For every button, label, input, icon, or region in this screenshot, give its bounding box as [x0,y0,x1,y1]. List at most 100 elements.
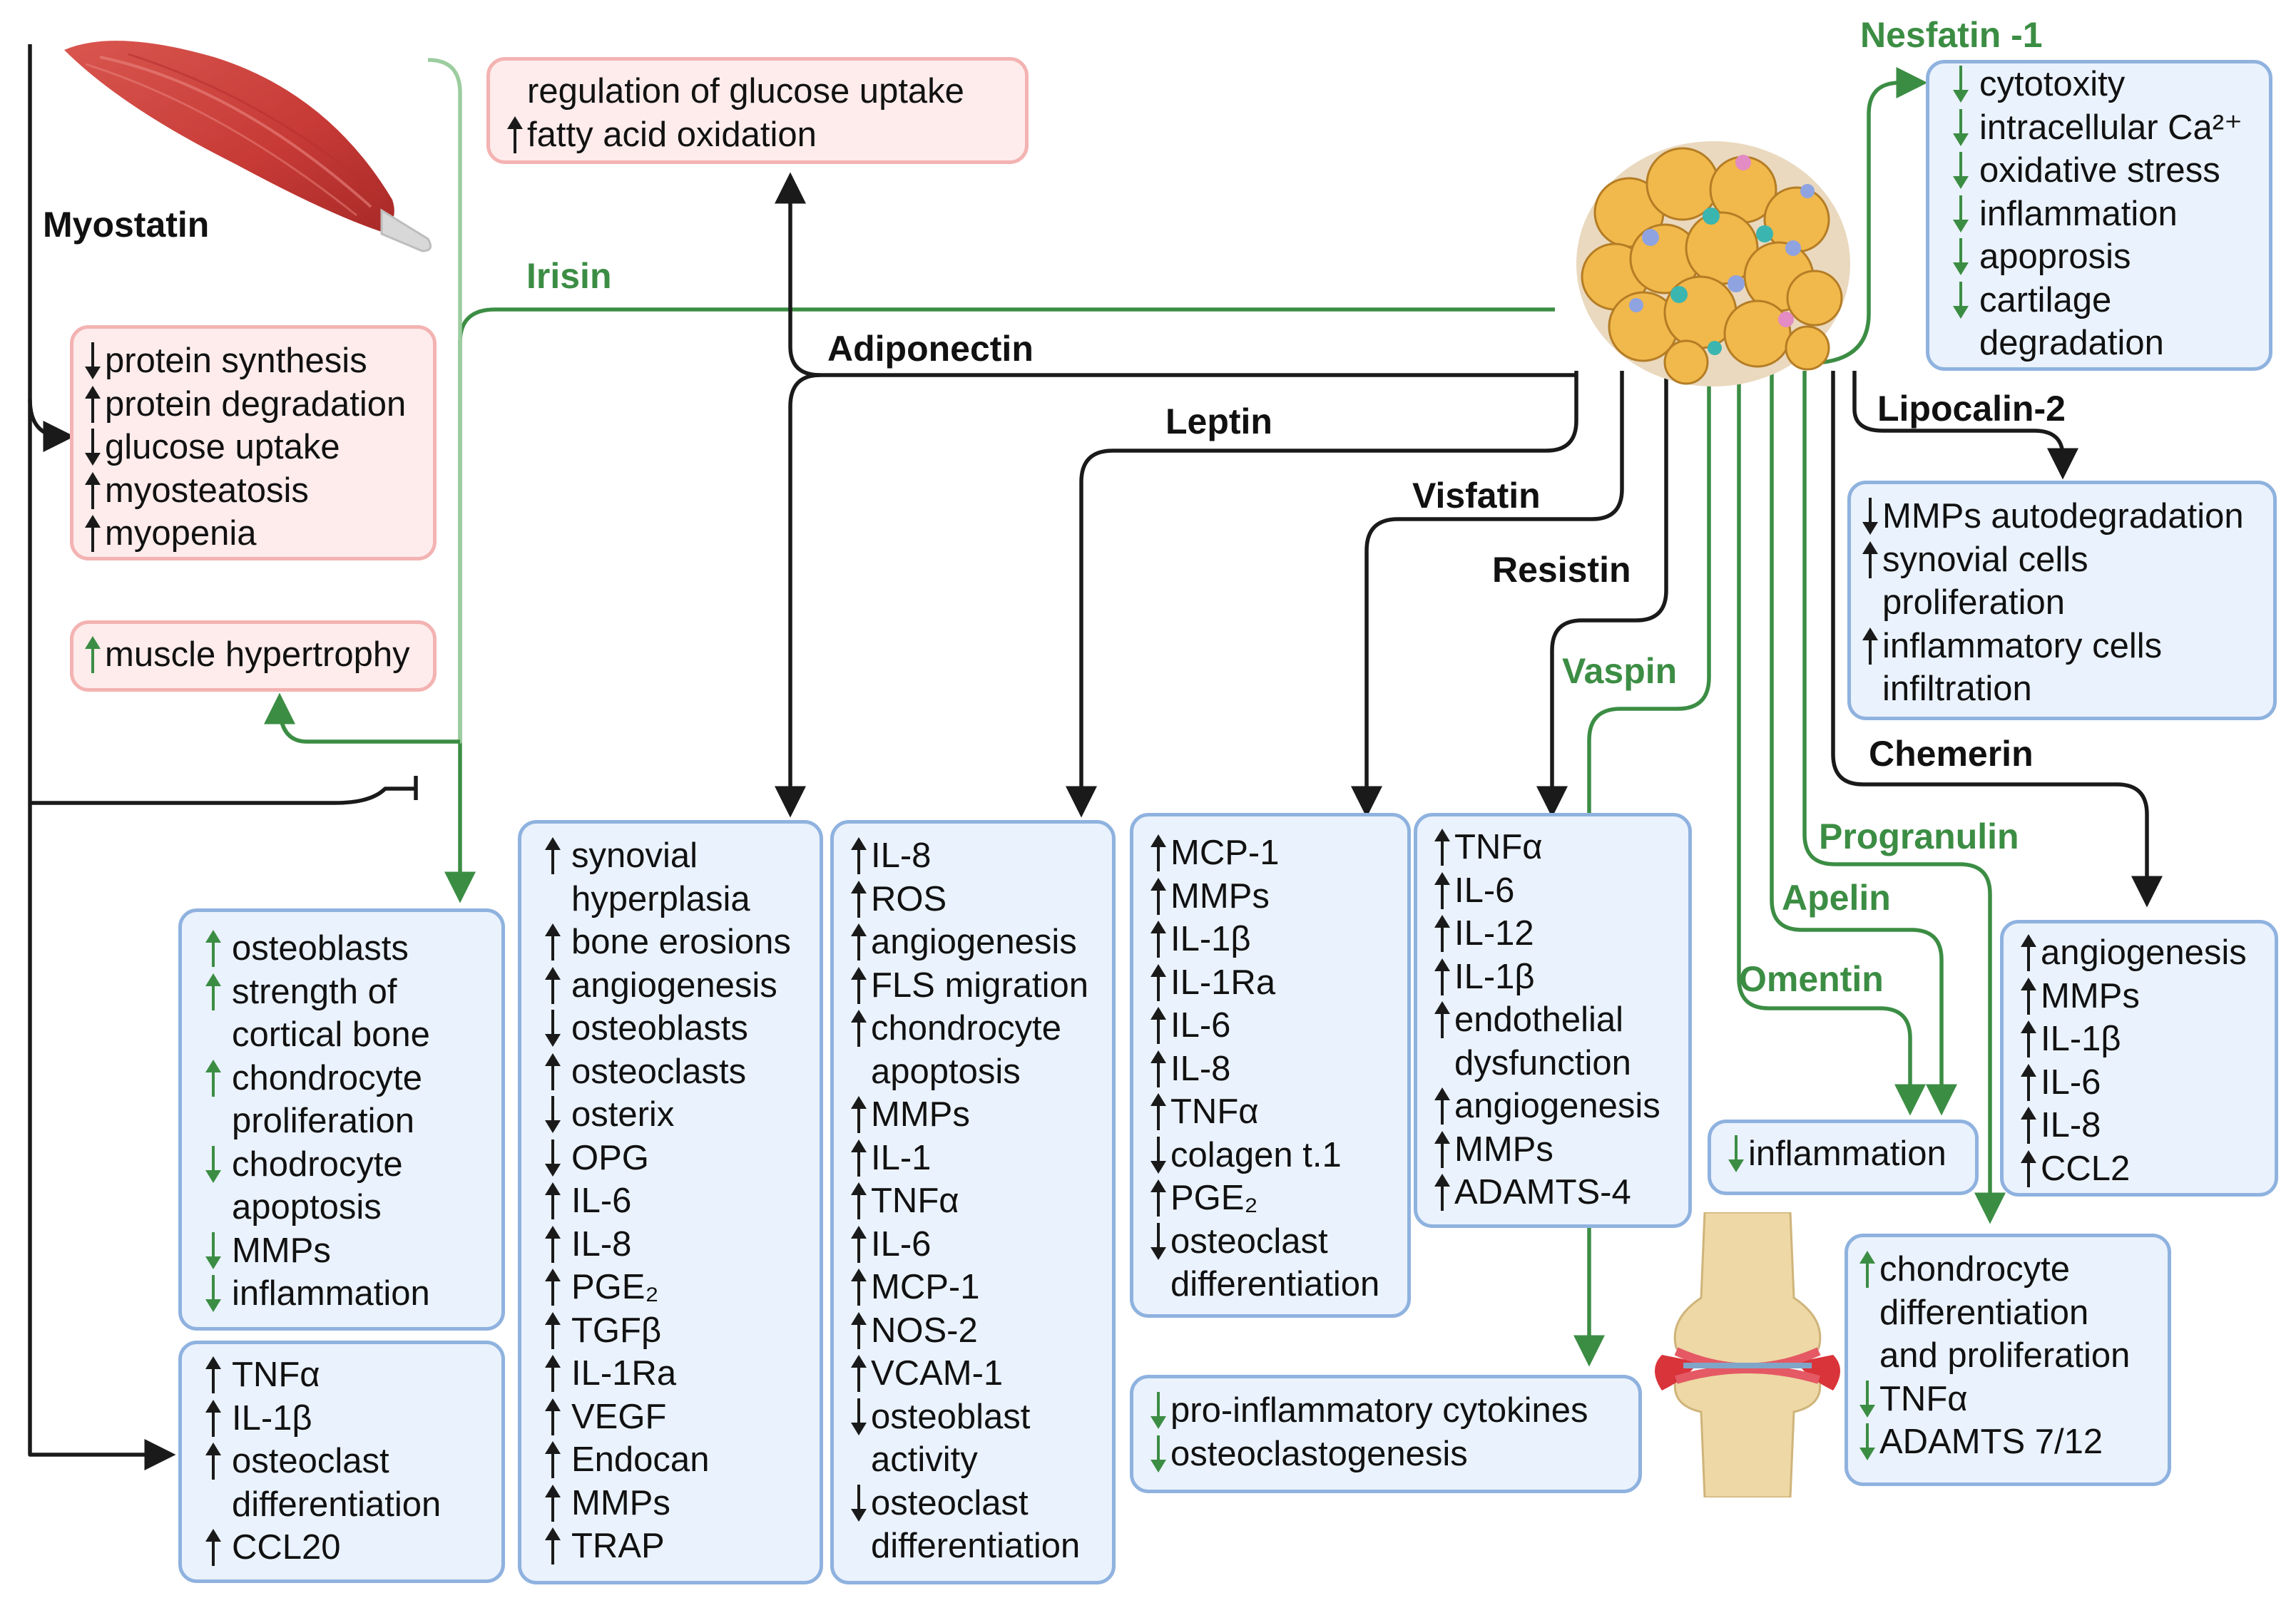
list-item: IL-6 [1146,1005,1394,1048]
list-item: hyperplasia [534,879,807,922]
list-item: inflammatory cells [1858,625,2260,669]
arrow-down-icon [205,1145,221,1183]
arrow-cell [1855,1292,1879,1333]
list-item: NOS-2 [847,1310,1099,1353]
arrow-cell [1146,1005,1170,1046]
vaspin-line [1573,371,1711,1367]
list-item-text: and proliferation [1879,1336,2131,1375]
arrow-down-icon [1859,1380,1875,1418]
arrow-cell [1942,236,1979,277]
arrow-cell [847,965,871,1006]
arrow-up-icon [1150,877,1166,915]
list-item-text: cytotoxity [1979,65,2126,103]
list-item: MMPs [534,1482,807,1526]
arrow-up-icon [851,1182,867,1219]
arrow-up-icon [1434,829,1450,866]
arrow-down-icon [1953,108,1969,146]
list-item-text: IL-6 [571,1182,632,1220]
arrow-up-icon [2021,1107,2036,1144]
arrow-cell [847,1137,871,1179]
arrow-up-icon [851,880,867,918]
adipose-tissue-icon [1576,141,1850,386]
arrow-up-icon [851,1010,867,1047]
list-item: pro-inflammatory cytokines [1146,1390,1626,1433]
arrow-cell [2016,1148,2041,1189]
list-item-text: OPG [571,1138,649,1177]
list-item-text: muscle hypertrophy [105,635,410,674]
list-item-text: IL-1β [1454,957,1535,996]
list-item: PGE₂ [1146,1177,1394,1221]
list-item: MMPs [847,1094,1099,1137]
list-item: fatty acid oxidation [503,114,1012,158]
list-item: angiogenesis [847,921,1099,965]
list-item: synovial [534,835,807,879]
arrow-cell [81,384,105,425]
list-item: inflammation [1942,193,2256,237]
arrow-down-icon [85,429,101,466]
arrow-up-icon [507,116,523,153]
list-item-text: IL-12 [1454,914,1534,953]
arrow-cell [534,1137,571,1179]
arrow-cell [847,1266,871,1308]
list-item: chondrocyte [195,1057,489,1101]
list-item-text: MMPs [232,1231,331,1270]
list-item-text: IL-1β [1170,920,1251,958]
leptin-label: Leptin [1165,401,1272,441]
arrow-cell [847,1482,871,1524]
list-item: osteoclast [1146,1221,1394,1264]
arrow-down-icon [1150,1222,1166,1260]
arrow-cell [195,1527,232,1568]
arrow-up-icon [85,636,101,673]
list-item: osteoblasts [195,928,489,971]
arrow-cell [534,921,571,963]
list-item-text: IL-1Ra [571,1354,677,1393]
arrow-up-icon [2021,1063,2036,1101]
arrow-up-icon [545,1053,561,1090]
arrow-up-icon [205,1356,221,1393]
arrow-up-icon [205,1059,221,1097]
nesfatin-line [1822,67,1928,364]
list-item: ADAMTS-4 [1430,1172,1675,1215]
list-item-text: IL-1 [871,1138,932,1177]
arrow-down-icon [1953,281,1969,319]
list-item: IL-6 [847,1224,1099,1267]
arrow-up-icon [545,1527,561,1564]
arrow-down-icon [851,1484,867,1522]
list-item: IL-6 [2016,1062,2262,1105]
arrow-cell [2016,975,2041,1017]
visfatin-label: Visfatin [1412,476,1541,516]
arrow-up-icon [545,1225,561,1263]
arrow-up-icon [1150,921,1166,958]
list-item: angiogenesis [534,965,807,1008]
list-item-text: hyperplasia [571,879,750,918]
resistin-line [1536,371,1668,818]
list-item: activity [847,1439,1099,1482]
arrow-up-icon [1434,1130,1450,1168]
arrow-up-icon [545,837,561,874]
list-item-text: TNFα [232,1356,320,1394]
arrow-cell [195,1273,232,1314]
vaspin-label: Vaspin [1562,651,1678,691]
irisin-muscle-box: muscle hypertrophy [70,620,437,692]
list-item-text: regulation of glucose uptake [527,72,964,111]
list-item-text: chondrocyte [871,1009,1061,1048]
arrow-cell [1430,913,1454,954]
adiponectin-label: Adiponectin [827,329,1034,369]
arrow-up-icon [1150,834,1166,871]
list-item: ROS [847,879,1099,922]
arrow-up-icon [545,1441,561,1478]
irisin-line [444,307,1555,903]
arrow-cell [1430,1172,1454,1213]
arrow-cell [534,1482,571,1524]
list-item-text: VCAM-1 [871,1354,1004,1393]
arrow-up-icon [1434,1001,1450,1038]
arrow-cell [534,1396,571,1438]
